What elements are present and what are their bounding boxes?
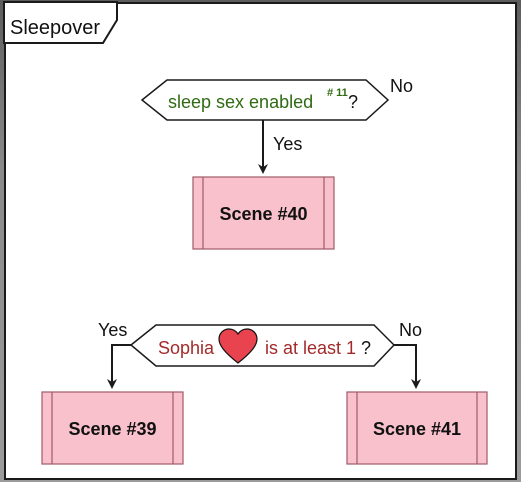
heart-icon — [218, 328, 258, 364]
no-label-2: No — [399, 320, 422, 340]
decision-sleep-enabled: sleep sex enabled # 11 ? — [140, 79, 390, 121]
yes-label-2: Yes — [98, 320, 127, 340]
group-title: Sleepover — [10, 17, 100, 39]
group-title-tab: Sleepover — [3, 1, 118, 44]
condition-text-before: Sophia — [158, 338, 215, 358]
yes-label-1: Yes — [273, 134, 302, 154]
condition-ref: # 11 — [327, 87, 348, 99]
no-label-1: No — [390, 76, 413, 96]
scene-40-label: Scene #40 — [219, 204, 307, 224]
scene-41-label: Scene #41 — [373, 419, 461, 439]
condition-text: sleep sex enabled — [168, 92, 313, 112]
scene-41-box[interactable]: Scene #41 — [346, 391, 488, 465]
decision-sophia: Sophia is at least 1 ? — [129, 324, 396, 367]
yes-arrow-2 — [107, 344, 131, 389]
question-mark: ? — [348, 92, 358, 112]
condition-text-after: is at least 1 — [265, 338, 356, 358]
question-mark-2: ? — [361, 338, 371, 358]
scene-39-box[interactable]: Scene #39 — [41, 391, 184, 465]
no-arrow-2 — [394, 344, 421, 389]
scene-40-box[interactable]: Scene #40 — [192, 176, 335, 250]
scene-39-label: Scene #39 — [68, 419, 156, 439]
